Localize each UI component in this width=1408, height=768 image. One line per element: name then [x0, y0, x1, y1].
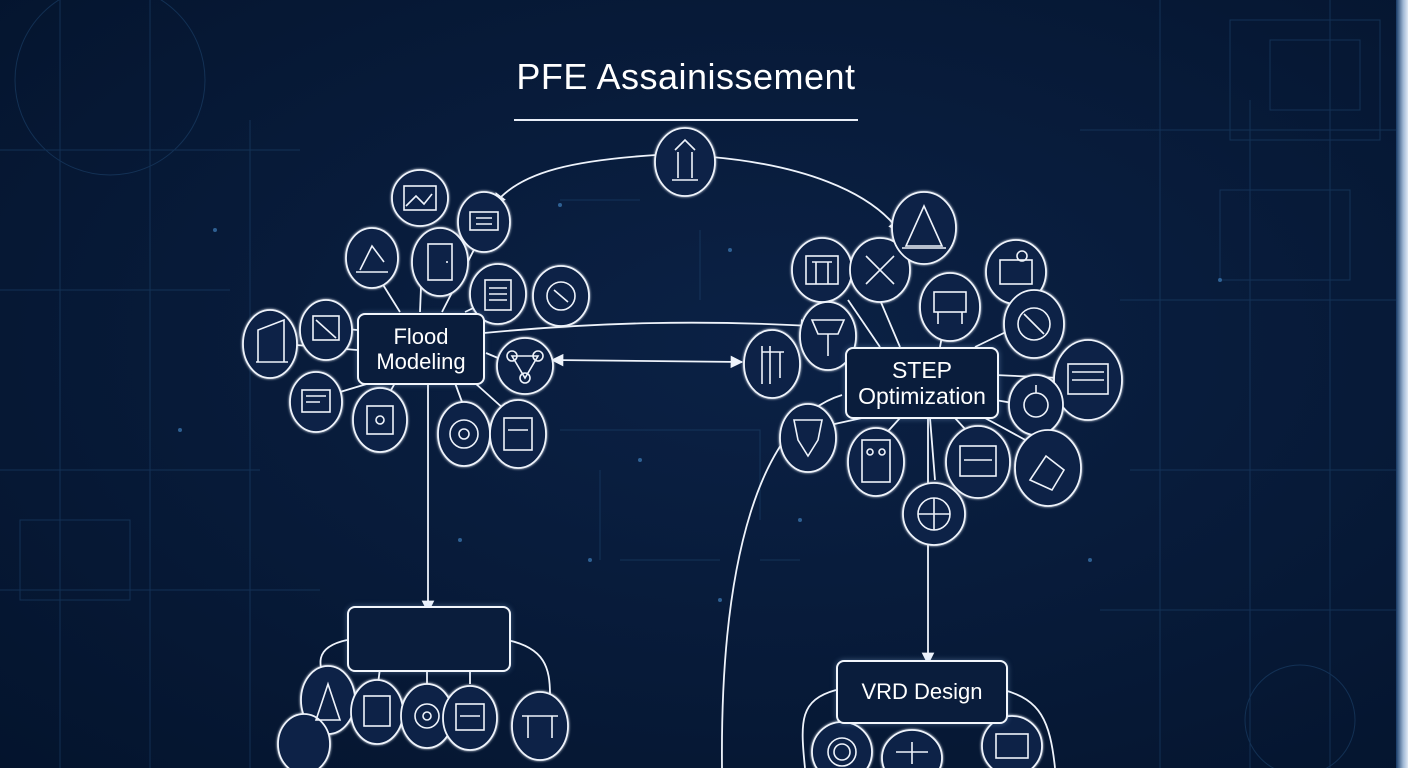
document-icon — [791, 237, 853, 303]
molecule-icon — [496, 337, 554, 395]
device-icon — [981, 715, 1043, 768]
vrd-design-node[interactable]: VRD Design — [836, 660, 1008, 724]
step-optimization-node[interactable]: STEP Optimization — [845, 347, 999, 419]
robot-right-icon — [1014, 429, 1082, 507]
screen-icon — [350, 679, 404, 745]
pallet-truck-icon — [242, 309, 298, 379]
flood-modeling-line1: Flood — [393, 323, 449, 349]
title-underline — [514, 119, 858, 121]
background-dots — [178, 203, 1222, 602]
scooter-icon — [277, 713, 331, 768]
pump-icon — [743, 329, 801, 399]
screen-bezel — [1396, 0, 1408, 768]
robot-arm-icon — [457, 191, 511, 253]
panel-icon — [847, 427, 905, 497]
map-icon — [391, 169, 449, 227]
bench-icon — [511, 691, 569, 761]
pipe-icon — [945, 425, 1011, 499]
crane-icon — [345, 227, 399, 289]
unlabeled-node[interactable] — [347, 606, 511, 672]
vrd-design-label: VRD Design — [861, 679, 983, 705]
valve-right-icon — [1008, 374, 1064, 436]
chip-icon — [352, 387, 408, 453]
door-icon — [411, 227, 469, 297]
bridge-icon — [919, 272, 981, 342]
engineer-icon — [654, 127, 716, 197]
step-optimization-line1: STEP — [891, 356, 953, 383]
coil-icon — [811, 721, 873, 768]
gear-valve-icon — [437, 401, 491, 467]
icon-glyphs — [256, 138, 1109, 767]
step-optimization-line2: Optimization — [858, 383, 986, 409]
diagram-title: PFE Assainissement — [516, 56, 856, 97]
filter-icon — [779, 403, 837, 473]
machine-icon — [489, 399, 547, 469]
tent-icon — [891, 191, 957, 265]
module-icon — [442, 685, 498, 751]
flood-modeling-line2: Modeling — [376, 349, 466, 374]
flood-modeling-node[interactable]: Flood Modeling — [357, 313, 485, 385]
